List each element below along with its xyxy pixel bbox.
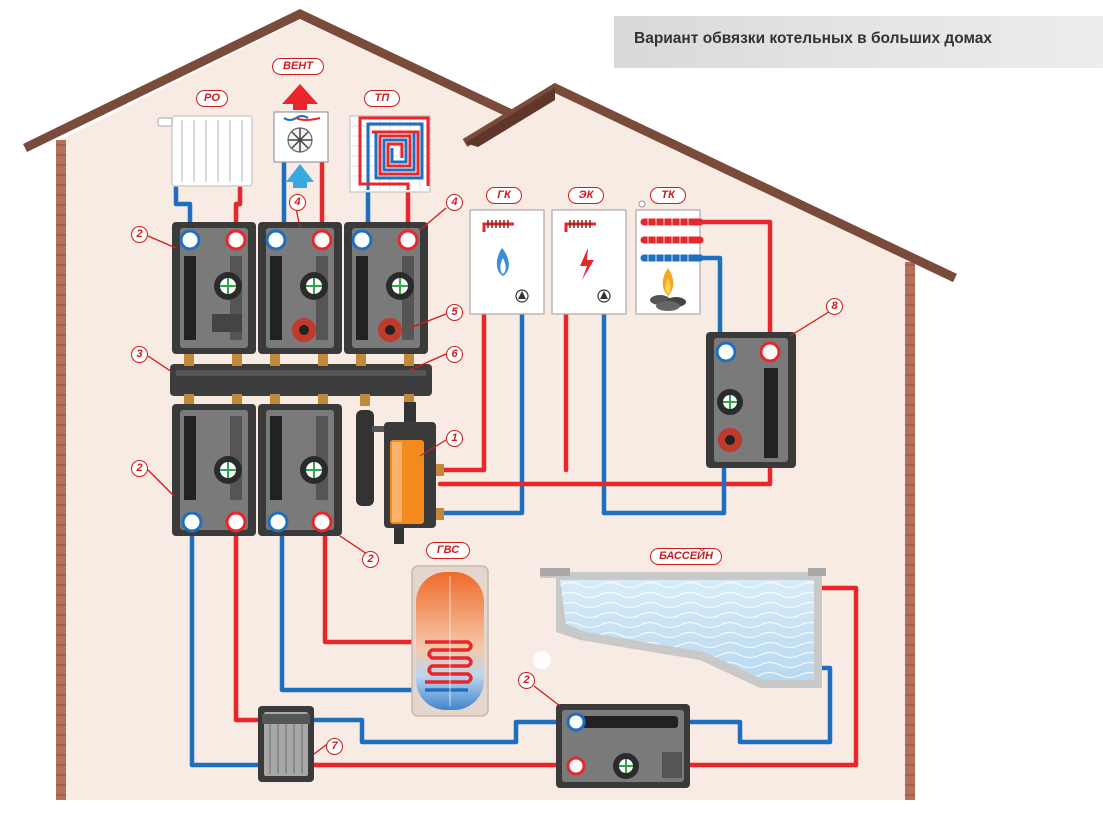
electric-boiler (551, 209, 627, 315)
label-vent: ВЕНТ (272, 58, 324, 75)
pump-module-bottom-1 (172, 404, 256, 536)
diagram-title: Вариант обвязки котельных в больших дома… (634, 30, 992, 47)
label-ek: ЭК (568, 187, 604, 204)
vent-unit (273, 84, 329, 188)
left-roof (23, 9, 522, 153)
label-pool: БАССЕЙН (650, 548, 722, 565)
callout-5: 5 (446, 304, 463, 321)
pool (533, 568, 826, 688)
dhw-tank (411, 565, 489, 717)
label-tk: ТК (650, 187, 686, 204)
heat-exchanger (258, 706, 314, 782)
left-brick-wall (56, 140, 66, 800)
pipe-tk-module-return (601, 457, 727, 516)
pipe-dhw-supply (322, 532, 428, 645)
label-gvs: ГВС (426, 542, 470, 559)
callout-2-dhw: 2 (362, 551, 379, 568)
callout-6: 6 (446, 346, 463, 363)
label-tp: ТП (364, 90, 400, 107)
right-brick-wall (905, 262, 915, 800)
hydraulic-separator (356, 402, 444, 544)
callout-8: 8 (826, 298, 843, 315)
callout-2-bottom: 2 (131, 460, 148, 477)
pipe-hx-secondary-return (309, 717, 563, 745)
label-gk: ГК (486, 187, 522, 204)
pipe-hx-primary-supply (233, 532, 265, 723)
pump-module-bottom-2 (258, 404, 342, 536)
pipe-pool-supply (683, 585, 859, 768)
callout-4-left: 4 (289, 194, 306, 211)
title-bar (614, 16, 1103, 68)
pipes (173, 117, 859, 768)
callout-7: 7 (326, 738, 343, 755)
pipe-hx-primary-return (189, 532, 265, 768)
callout-4-right: 4 (446, 194, 463, 211)
pipe-tk-return (697, 255, 723, 348)
pump-module-pool (556, 704, 690, 788)
manifold (170, 364, 432, 396)
pipe-pool-return (683, 665, 833, 745)
modules (170, 222, 796, 788)
pump-module-top-3 (344, 222, 428, 354)
callout-3: 3 (131, 346, 148, 363)
pipe-tk-supply (697, 219, 773, 348)
pipe-dhw-return (279, 532, 428, 693)
callout-2-pool: 2 (518, 672, 535, 689)
underfloor-heating (349, 115, 431, 193)
pipe-radiator-return (173, 183, 193, 231)
pump-module-top-1 (172, 222, 256, 354)
right-roof-shadow (465, 88, 555, 147)
radiator (157, 115, 253, 187)
callout-1: 1 (446, 430, 463, 447)
gas-boiler (469, 209, 545, 315)
pipe-gk-return (437, 297, 525, 516)
label-ro: РО (196, 90, 228, 107)
pipe-radiator-supply (233, 183, 243, 231)
pump-module-top-2 (258, 222, 342, 354)
pump-module-tk (706, 332, 796, 468)
solid-fuel-boiler (635, 200, 704, 315)
callout-2-top: 2 (131, 226, 148, 243)
callout-leaders (147, 207, 833, 755)
